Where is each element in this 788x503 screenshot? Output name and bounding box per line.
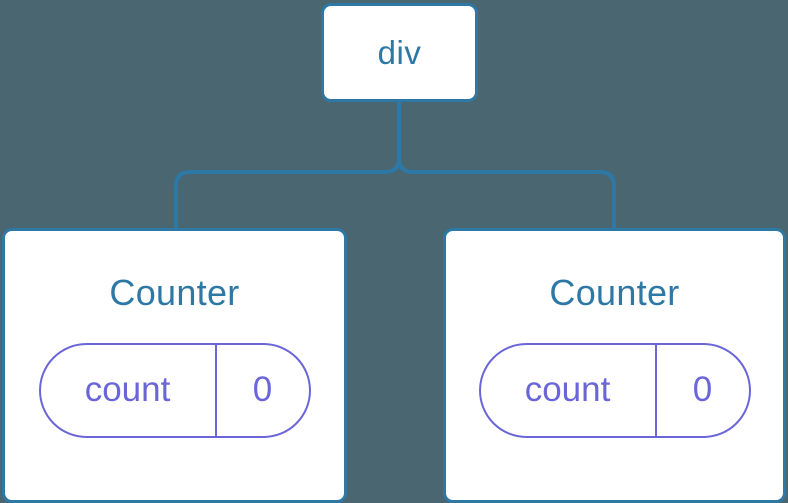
state-pill-0-key: count — [84, 370, 171, 409]
state-pill-0-value: 0 — [214, 345, 309, 436]
state-pill-1-value: 0 — [654, 345, 749, 436]
node-div-label: div — [377, 34, 422, 71]
state-pill-0[interactable]: count 0 — [38, 343, 311, 438]
state-pill-1-key: count — [524, 370, 611, 409]
node-counter-1-title: Counter — [549, 272, 680, 313]
node-div[interactable]: div — [321, 3, 478, 102]
node-counter-1[interactable]: Counter count 0 — [443, 228, 786, 503]
edge-root-to-child-0 — [174, 102, 401, 228]
node-counter-0-title: Counter — [109, 272, 240, 313]
state-pill-1[interactable]: count 0 — [478, 343, 751, 438]
node-counter-0[interactable]: Counter count 0 — [2, 228, 347, 503]
edge-root-to-child-1 — [397, 102, 616, 228]
